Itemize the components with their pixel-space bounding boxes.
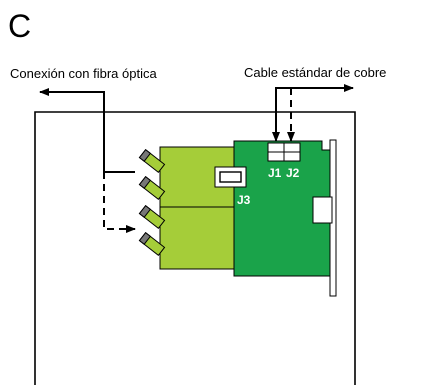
board-component-square (312, 196, 333, 224)
fiber-dashed-path (103, 172, 136, 233)
chassis-outline (34, 111, 356, 385)
fiber-solid-path (39, 88, 135, 173)
j2-label: J2 (286, 166, 300, 180)
j1-label: J1 (268, 166, 282, 180)
fiber-plug (138, 231, 166, 257)
copper-cable-label: Cable estándar de cobre (244, 65, 386, 80)
fiber-plug (138, 148, 166, 174)
panel-letter: C (8, 8, 31, 44)
fiber-plug (138, 204, 166, 230)
fiber-connection-label: Conexión con fibra óptica (10, 66, 157, 81)
fiber-plug (138, 175, 166, 201)
j3-label: J3 (237, 193, 251, 207)
fiber-module-board (159, 146, 237, 270)
copper-solid-path (272, 87, 352, 142)
j3-connector-inner (219, 171, 242, 183)
